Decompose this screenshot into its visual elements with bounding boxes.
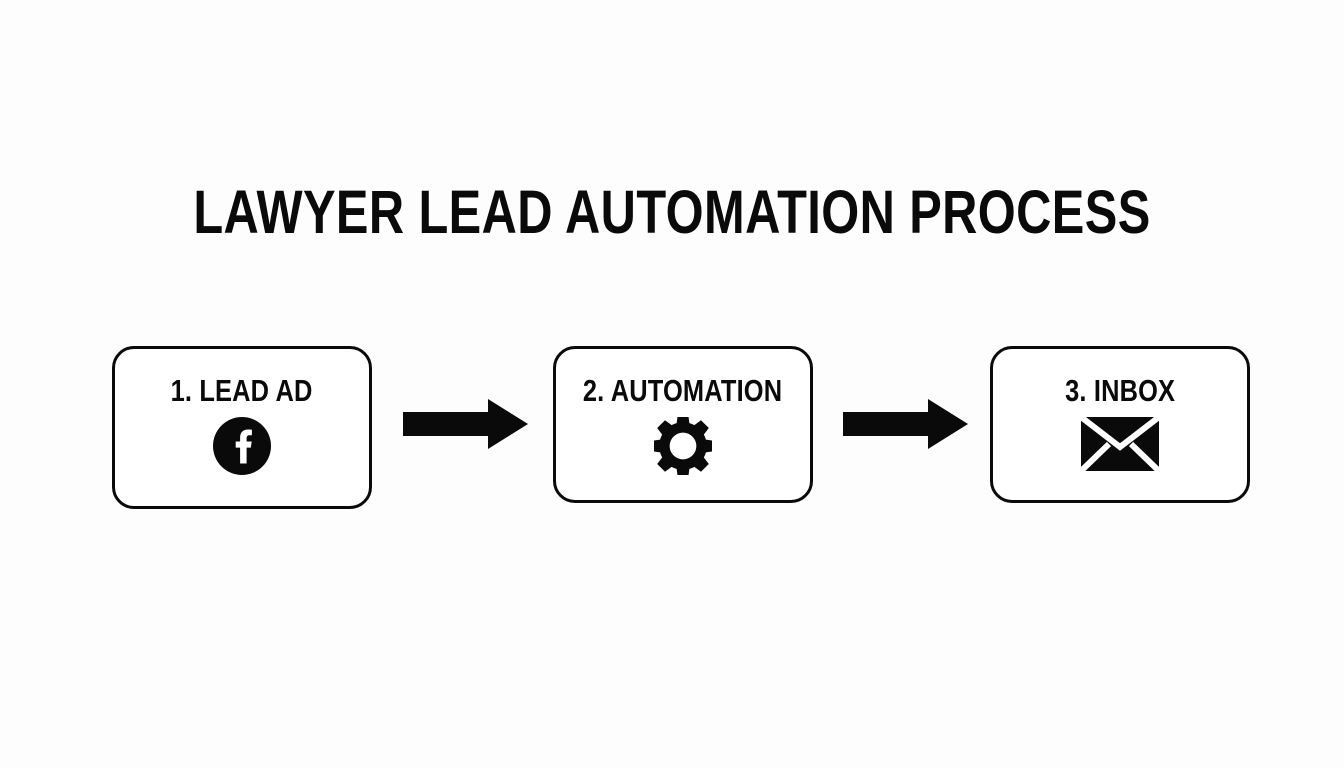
flow-step-automation[interactable]: 2. AUTOMATION [553,346,813,503]
flow-connector-arrow-2 [843,399,968,449]
process-flow-diagram: 1. LEAD AD 2. AUTOMATION 3. INBOX [112,346,1250,510]
gear-icon [651,414,715,478]
flow-step-2-label: 2. AUTOMATION [583,373,783,408]
flow-step-inbox[interactable]: 3. INBOX [990,346,1250,503]
flow-step-lead-ad[interactable]: 1. LEAD AD [112,346,372,509]
flow-step-1-label: 1. LEAD AD [171,373,313,408]
flow-connector-arrow-1 [403,399,528,449]
facebook-icon [213,417,271,475]
page-title: LAWYER LEAD AUTOMATION PROCESS [193,178,1151,246]
flow-step-3-label: 3. INBOX [1064,373,1176,408]
envelope-icon [1078,414,1162,474]
